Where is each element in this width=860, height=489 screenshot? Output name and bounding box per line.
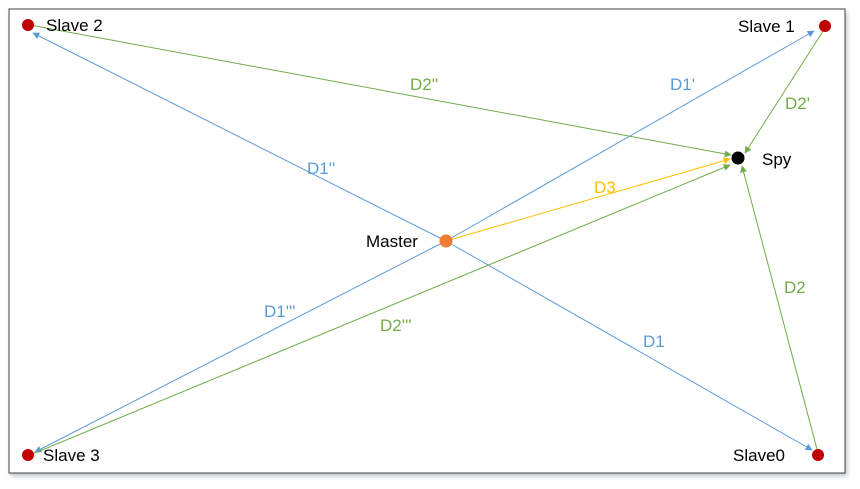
edge-d2-double-prime bbox=[29, 24, 732, 158]
node-slave0-label: Slave0 bbox=[733, 446, 785, 465]
node-slave3-dot bbox=[22, 449, 34, 461]
node-master-label: Master bbox=[366, 232, 418, 251]
edge-d3 bbox=[445, 157, 731, 242]
edge-d2-prime bbox=[744, 27, 826, 154]
edge-d1-label: D1 bbox=[643, 332, 665, 351]
node-master-dot bbox=[439, 234, 453, 248]
edge-d2-double-prime-label: D2'' bbox=[410, 75, 438, 94]
edge-d3-label: D3 bbox=[594, 178, 616, 197]
node-spy-label: Spy bbox=[762, 150, 792, 169]
node-slave0-dot bbox=[812, 449, 824, 461]
edge-d2-triple-prime bbox=[29, 164, 731, 456]
edge-d1-triple-prime bbox=[34, 240, 447, 453]
node-spy-dot bbox=[731, 151, 745, 165]
edge-d2-prime-label: D2' bbox=[785, 94, 810, 113]
edge-d1-double-prime-label: D1'' bbox=[307, 159, 335, 178]
node-slave1-label: Slave 1 bbox=[738, 17, 795, 36]
edge-d1-triple-prime-label: D1''' bbox=[264, 302, 295, 321]
edge-d2-triple-prime-label: D2''' bbox=[380, 316, 411, 335]
node-slave3-label: Slave 3 bbox=[43, 446, 100, 465]
node-slave2-label: Slave 2 bbox=[46, 16, 103, 35]
node-slave1-dot bbox=[819, 20, 831, 32]
edge-d2 bbox=[740, 165, 819, 454]
node-slave2-dot bbox=[22, 19, 34, 31]
diagram-frame bbox=[8, 8, 846, 474]
edge-d1-prime-label: D1' bbox=[670, 75, 695, 94]
edge-d1-double-prime bbox=[32, 32, 447, 242]
edge-d2-label: D2 bbox=[784, 278, 806, 297]
edge-d1 bbox=[445, 240, 813, 451]
